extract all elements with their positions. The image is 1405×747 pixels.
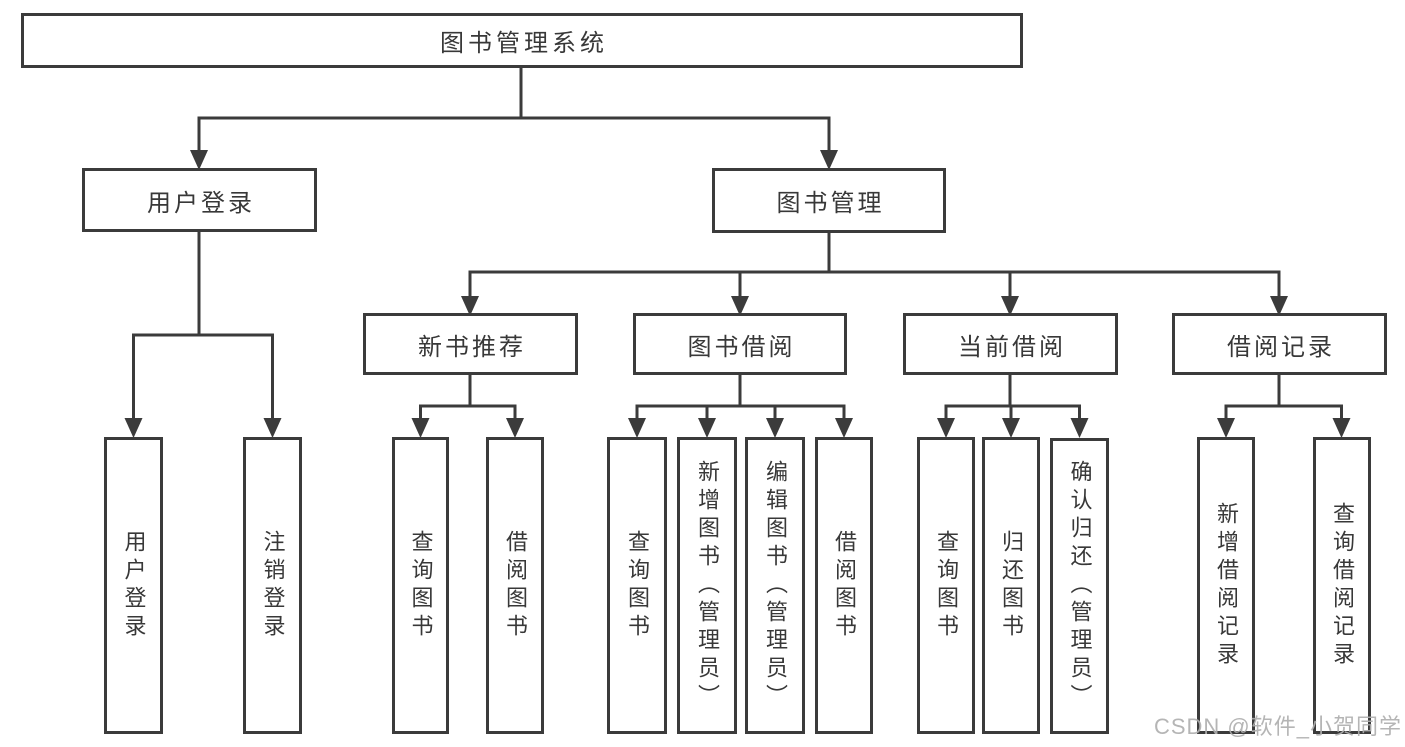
leaf-newbook-borrow-label: 借阅图书 xyxy=(503,529,528,642)
leaf-newbook-borrow: 借阅图书 xyxy=(486,437,544,734)
node-new-book-rec: 新书推荐 xyxy=(363,313,578,375)
connector-root-to-level2 xyxy=(190,65,838,170)
csdn-watermark: CSDN @软件_小贺同学 xyxy=(1153,714,1402,739)
leaf-current-confirm-label: 确认归还（管理员） xyxy=(1067,460,1093,712)
leaf-current-confirm: 确认归还（管理员） xyxy=(1050,438,1109,734)
leaf-borrow-query: 查询图书 xyxy=(607,437,667,734)
leaf-record-query-label: 查询借阅记录 xyxy=(1330,501,1355,670)
leaf-current-return: 归还图书 xyxy=(982,437,1040,734)
node-book-borrow-label: 图书借阅 xyxy=(687,333,796,361)
connector-borrowrecord-to-leaves xyxy=(1217,373,1351,438)
node-book-mgmt: 图书管理 xyxy=(712,168,946,233)
node-user-login-label: 用户登录 xyxy=(147,189,255,217)
connector-bookborrow-to-leaves xyxy=(628,373,853,438)
leaf-current-return-label: 归还图书 xyxy=(999,529,1024,642)
connector-newbookrec-to-leaves xyxy=(411,373,524,438)
node-borrow-record-label: 借阅记录 xyxy=(1227,333,1335,361)
leaf-borrow-edit-label: 编辑图书（管理员） xyxy=(763,459,788,712)
node-new-book-rec-label: 新书推荐 xyxy=(418,333,526,361)
leaf-user-login-label: 用户登录 xyxy=(121,529,147,642)
leaf-borrow-borrow-label: 借阅图书 xyxy=(832,529,857,642)
leaf-record-add-label: 新增借阅记录 xyxy=(1214,501,1239,670)
connector-currentborrow-to-leaves xyxy=(937,373,1089,438)
leaf-newbook-query-label: 查询图书 xyxy=(408,529,434,642)
leaf-record-query: 查询借阅记录 xyxy=(1313,437,1371,734)
leaf-record-add: 新增借阅记录 xyxy=(1197,437,1255,734)
leaf-current-query: 查询图书 xyxy=(917,437,975,734)
node-user-login: 用户登录 xyxy=(82,168,317,232)
node-book-mgmt-label: 图书管理 xyxy=(776,190,885,217)
node-current-borrow-label: 当前借阅 xyxy=(958,333,1066,361)
leaf-logout-label: 注销登录 xyxy=(260,529,286,642)
leaf-logout: 注销登录 xyxy=(243,437,302,734)
node-root: 图书管理系统 xyxy=(21,13,1023,68)
connector-userlogin-to-leaves xyxy=(124,230,282,438)
connector-bookmgmt-to-level3 xyxy=(461,231,1288,316)
leaf-user-login: 用户登录 xyxy=(104,437,163,734)
node-borrow-record: 借阅记录 xyxy=(1172,313,1387,375)
node-root-label: 图书管理系统 xyxy=(440,30,608,57)
node-book-borrow: 图书借阅 xyxy=(633,313,847,375)
leaf-newbook-query: 查询图书 xyxy=(392,437,449,734)
leaf-current-query-label: 查询图书 xyxy=(934,529,959,642)
node-current-borrow: 当前借阅 xyxy=(903,313,1118,375)
leaf-borrow-query-label: 查询图书 xyxy=(625,529,650,642)
leaf-borrow-edit: 编辑图书（管理员） xyxy=(745,437,805,734)
leaf-borrow-add-label: 新增图书（管理员） xyxy=(695,459,720,712)
leaf-borrow-add: 新增图书（管理员） xyxy=(677,437,737,734)
leaf-borrow-borrow: 借阅图书 xyxy=(815,437,873,734)
